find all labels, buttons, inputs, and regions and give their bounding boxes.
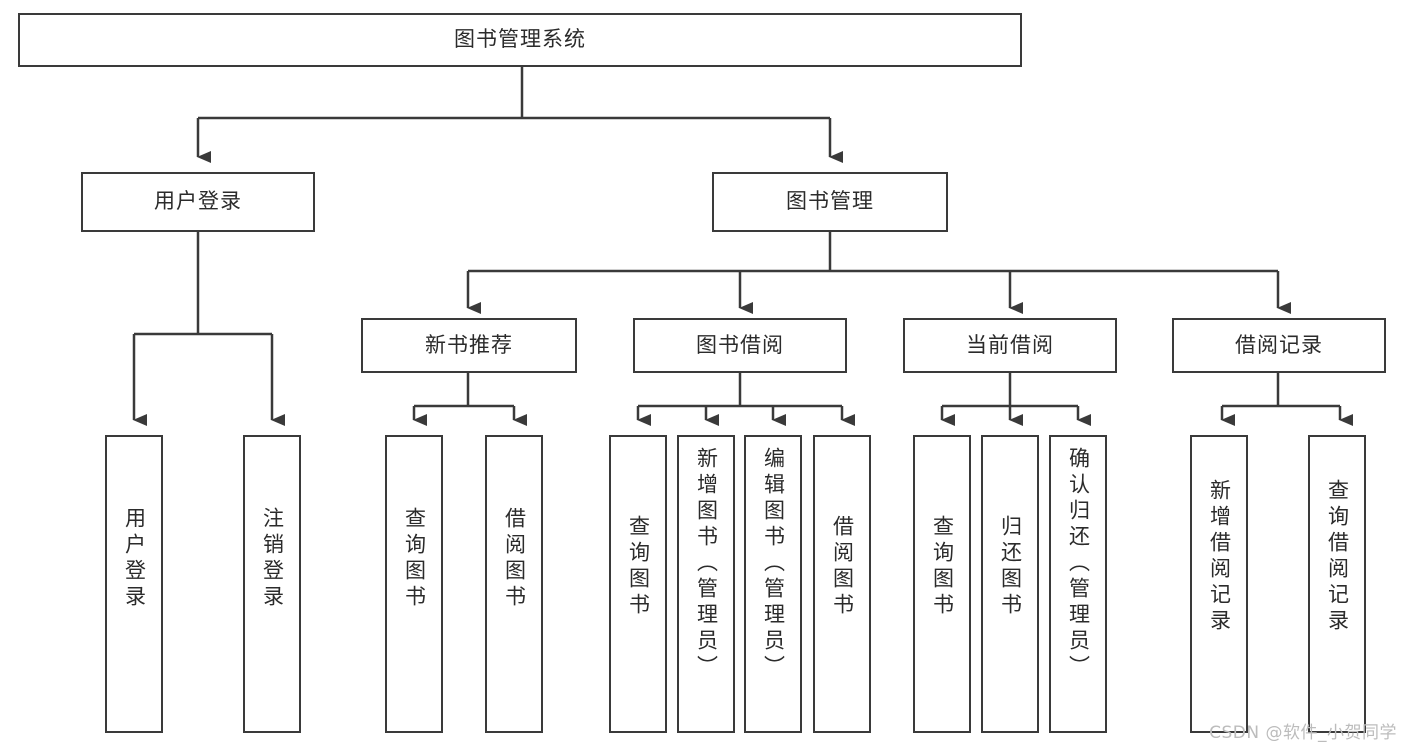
- node-book-borrow-label: 图书借阅: [696, 332, 784, 357]
- node-new-book-recommend[interactable]: 新书推荐: [361, 318, 577, 373]
- node-current-borrow[interactable]: 当前借阅: [903, 318, 1117, 373]
- node-new-book-recommend-label: 新书推荐: [425, 332, 513, 357]
- node-leaf-borrow-book-recommend[interactable]: 借阅图书: [485, 435, 543, 733]
- node-book-management-label: 图书管理: [786, 189, 874, 214]
- node-leaf-query-borrow-record[interactable]: 查询借阅记录: [1308, 435, 1366, 733]
- node-leaf-query-book-borrow[interactable]: 查询图书: [609, 435, 667, 733]
- node-root-label: 图书管理系统: [454, 27, 586, 52]
- node-leaf-query-book-recommend[interactable]: 查询图书: [385, 435, 443, 733]
- node-leaf-user-login-label: 用户登录: [122, 507, 147, 611]
- watermark-text: CSDN @软件_小贺同学: [1209, 723, 1397, 743]
- node-leaf-add-book-admin[interactable]: 新增图书（管理员）: [677, 435, 735, 733]
- node-leaf-confirm-return-admin-label: 确认归还（管理员）: [1066, 447, 1091, 681]
- node-user-login-label: 用户登录: [154, 189, 242, 214]
- node-leaf-add-borrow-record[interactable]: 新增借阅记录: [1190, 435, 1248, 733]
- node-leaf-query-book-current-label: 查询图书: [930, 515, 955, 619]
- node-leaf-borrow-book-borrow[interactable]: 借阅图书: [813, 435, 871, 733]
- node-leaf-add-book-admin-label: 新增图书（管理员）: [694, 447, 719, 681]
- node-leaf-query-book-recommend-label: 查询图书: [402, 507, 427, 611]
- node-leaf-add-borrow-record-label: 新增借阅记录: [1207, 479, 1232, 635]
- node-current-borrow-label: 当前借阅: [966, 332, 1054, 357]
- node-leaf-query-borrow-record-label: 查询借阅记录: [1325, 479, 1350, 635]
- node-leaf-query-book-current[interactable]: 查询图书: [913, 435, 971, 733]
- node-leaf-edit-book-admin-label: 编辑图书（管理员）: [761, 447, 786, 681]
- node-leaf-confirm-return-admin[interactable]: 确认归还（管理员）: [1049, 435, 1107, 733]
- node-leaf-user-login[interactable]: 用户登录: [105, 435, 163, 733]
- node-leaf-logout[interactable]: 注销登录: [243, 435, 301, 733]
- node-leaf-return-book-label: 归还图书: [998, 515, 1023, 619]
- node-leaf-borrow-book-recommend-label: 借阅图书: [502, 507, 527, 611]
- node-leaf-edit-book-admin[interactable]: 编辑图书（管理员）: [744, 435, 802, 733]
- node-leaf-logout-label: 注销登录: [260, 507, 285, 611]
- node-borrow-record-label: 借阅记录: [1235, 332, 1323, 357]
- node-leaf-query-book-borrow-label: 查询图书: [626, 515, 651, 619]
- node-borrow-record[interactable]: 借阅记录: [1172, 318, 1386, 373]
- node-book-management[interactable]: 图书管理: [712, 172, 948, 232]
- node-leaf-return-book[interactable]: 归还图书: [981, 435, 1039, 733]
- node-user-login[interactable]: 用户登录: [81, 172, 315, 232]
- node-root[interactable]: 图书管理系统: [18, 13, 1022, 67]
- node-leaf-borrow-book-borrow-label: 借阅图书: [830, 515, 855, 619]
- node-book-borrow[interactable]: 图书借阅: [633, 318, 847, 373]
